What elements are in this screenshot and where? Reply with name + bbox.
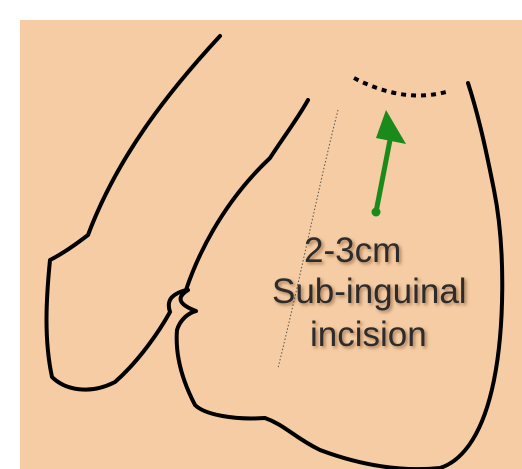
incision-dotted-line <box>354 78 446 96</box>
green-arrow-icon <box>372 110 407 217</box>
right-limb-outline <box>177 83 503 469</box>
illustration-canvas: 2-3cm Sub-inguinal incision <box>20 20 522 469</box>
anatomy-illustration <box>20 20 522 469</box>
thigh-guide-line <box>278 110 338 368</box>
